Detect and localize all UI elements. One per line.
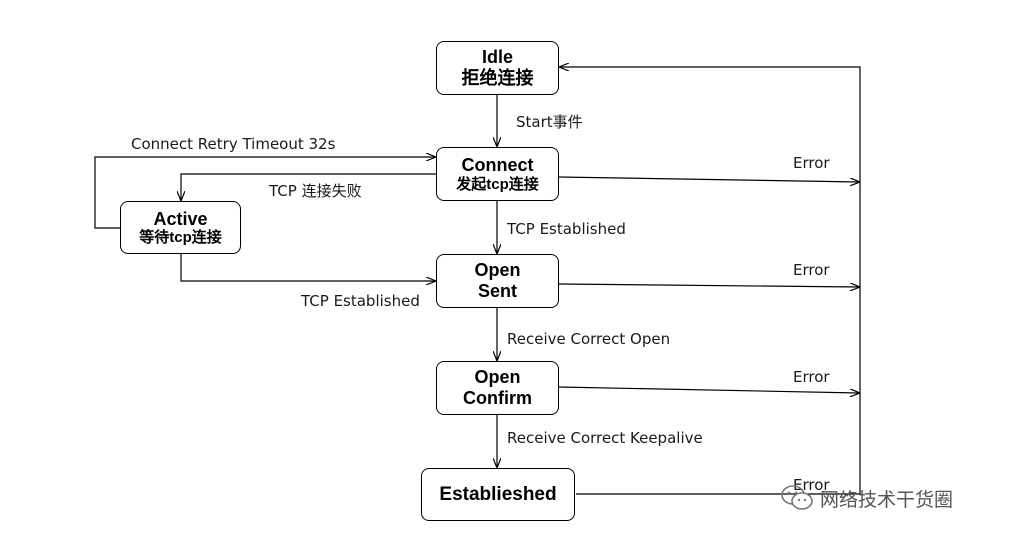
node-connect: Connect 发起tcp连接 <box>436 147 559 201</box>
node-idle: Idle 拒绝连接 <box>436 41 559 95</box>
label-error-open-sent: Error <box>793 261 830 279</box>
label-receive-open: Receive Correct Open <box>507 330 671 348</box>
arrow-connect-to-active <box>181 173 436 200</box>
node-connect-sublabel: 发起tcp连接 <box>456 175 539 193</box>
label-tcp-fail: TCP 连接失败 <box>269 182 362 200</box>
node-idle-sublabel: 拒绝连接 <box>461 68 534 88</box>
label-error-established: Error <box>793 476 830 494</box>
arrow-established-to-idle <box>560 67 861 495</box>
arrow-connect-error <box>558 176 859 182</box>
label-error-connect: Error <box>793 154 830 172</box>
node-active-label: Active <box>153 208 208 229</box>
arrow-active-to-opensent <box>180 254 435 281</box>
node-active-sublabel: 等待tcp连接 <box>139 229 222 247</box>
wechat-icon <box>781 485 813 510</box>
arrow-opensent-error <box>558 284 859 287</box>
label-error-open-confirm: Error <box>793 368 830 386</box>
label-tcp-established-connect: TCP Established <box>507 220 626 238</box>
node-idle-label: Idle <box>481 47 513 68</box>
node-open-confirm-label: Open <box>474 367 521 388</box>
node-established-label: Establieshed <box>439 483 557 505</box>
label-receive-keepalive: Receive Correct Keepalive <box>507 429 703 447</box>
node-active: Active 等待tcp连接 <box>120 201 241 254</box>
node-open-sent-label: Open <box>474 260 521 281</box>
node-connect-label: Connect <box>461 155 534 176</box>
label-start: Start事件 <box>516 113 583 131</box>
arrow-openconfirm-error <box>558 386 859 393</box>
label-retry-timeout: Connect Retry Timeout 32s <box>131 135 336 153</box>
node-open-confirm-sublabel: Confirm <box>463 388 532 408</box>
watermark: 网络技术干货圈 <box>780 484 953 512</box>
label-tcp-established-active: TCP Established <box>301 292 420 310</box>
watermark-text: 网络技术干货圈 <box>820 488 954 511</box>
node-established: Establieshed <box>421 468 575 521</box>
node-open-sent-sublabel: Sent <box>477 281 517 301</box>
node-open-confirm: Open Confirm <box>436 361 559 415</box>
arrow-active-to-connect <box>94 157 435 229</box>
node-open-sent: Open Sent <box>436 254 559 308</box>
